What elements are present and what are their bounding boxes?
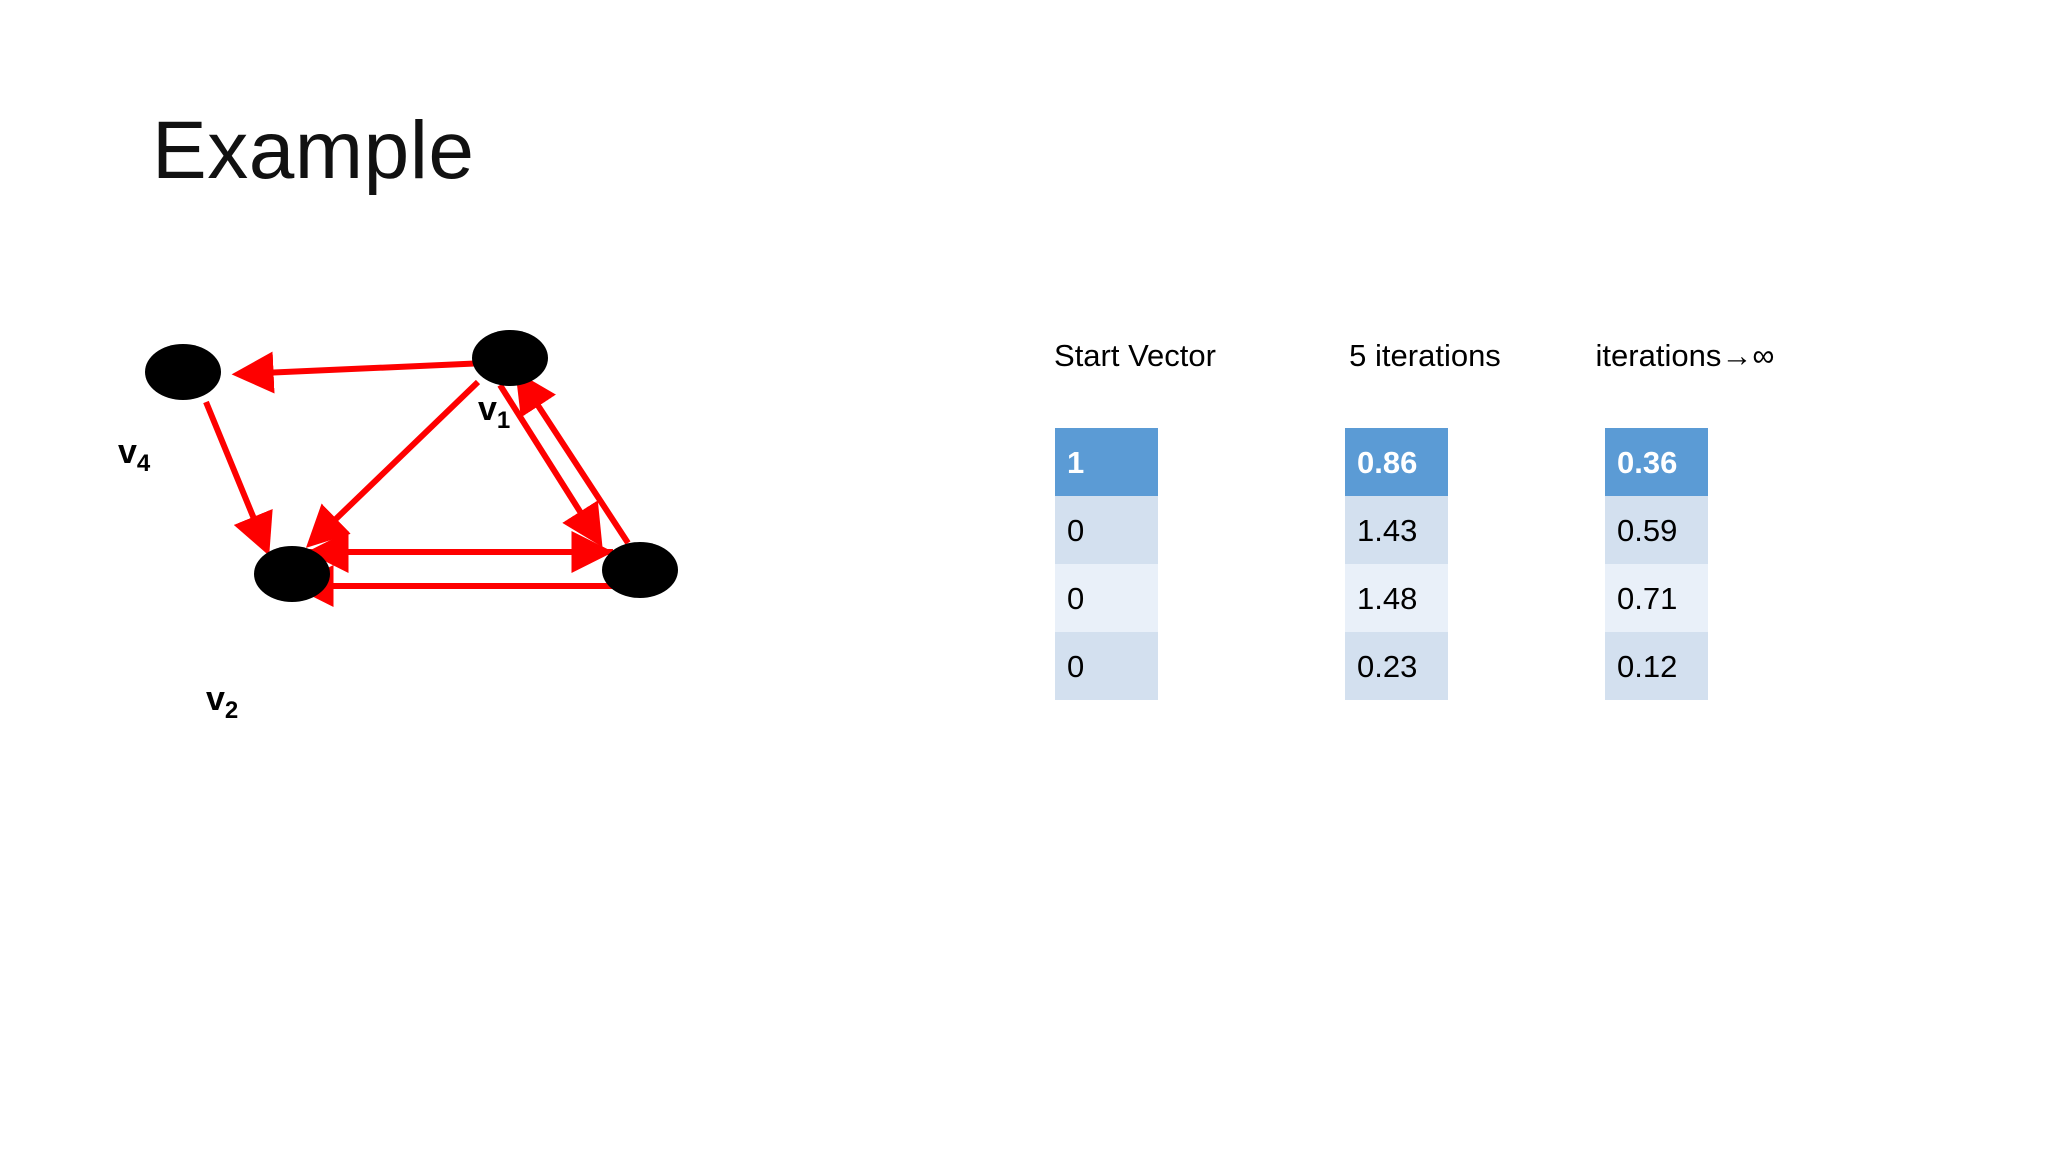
node-label-v4-sub: 4 <box>136 449 151 477</box>
vector-column-start: Start Vector 1 0 0 0 <box>1020 338 1250 700</box>
vector-cell: 0.86 <box>1345 428 1448 496</box>
node-label-v1: v1 <box>478 392 510 433</box>
vector-cell: 0.36 <box>1605 428 1708 496</box>
graph-canvas <box>145 330 678 607</box>
column-header-iterations-infinity: iterations→∞ <box>1595 338 1775 373</box>
vector-cell: 0.12 <box>1605 632 1708 700</box>
column-header-start: Start Vector <box>1054 338 1216 373</box>
edge-v1-v4 <box>231 351 487 394</box>
node-label-v4: v4 <box>118 435 150 476</box>
edge-v1-v3 <box>497 383 603 548</box>
vector-cell: 0.71 <box>1605 564 1708 632</box>
node-v4 <box>145 344 221 400</box>
cell-stack-iterations-infinity: 0.36 0.59 0.71 0.12 <box>1605 428 1708 700</box>
page-title: Example <box>152 105 475 196</box>
vector-column-5-iterations: 5 iterations 0.86 1.43 1.48 0.23 <box>1310 338 1540 700</box>
vector-cell: 0.59 <box>1605 496 1708 564</box>
node-v1 <box>472 330 548 386</box>
cell-stack-start: 1 0 0 0 <box>1055 428 1158 700</box>
column-header-5-iterations: 5 iterations <box>1349 338 1501 373</box>
node-label-v1-text: v <box>478 390 497 428</box>
edge-v4-v2 <box>203 400 273 556</box>
vector-columns: Start Vector 1 0 0 0 5 iterations 0.86 1… <box>1020 338 1980 700</box>
vector-cell: 1.43 <box>1345 496 1448 564</box>
graph-diagram: v1 v4 v2 <box>100 330 920 830</box>
cell-stack-5-iterations: 0.86 1.43 1.48 0.23 <box>1345 428 1448 700</box>
vector-column-iterations-infinity: iterations→∞ 0.36 0.59 0.71 0.12 <box>1570 338 1800 700</box>
node-label-v2-sub: 2 <box>224 696 239 724</box>
vector-cell: 1.48 <box>1345 564 1448 632</box>
node-label-v2-text: v <box>206 680 225 718</box>
vector-cell: 1 <box>1055 428 1158 496</box>
vector-cell: 0 <box>1055 564 1158 632</box>
vector-cell: 0.23 <box>1345 632 1448 700</box>
node-label-v4-text: v <box>118 433 137 471</box>
vector-cell: 0 <box>1055 632 1158 700</box>
node-v3 <box>602 542 678 598</box>
edge-v3-v1 <box>515 370 631 545</box>
node-label-v2: v2 <box>206 682 238 723</box>
node-label-v1-sub: 1 <box>496 406 511 434</box>
edge-v1-v2 <box>305 379 481 548</box>
vector-cell: 0 <box>1055 496 1158 564</box>
node-v2 <box>254 546 330 602</box>
